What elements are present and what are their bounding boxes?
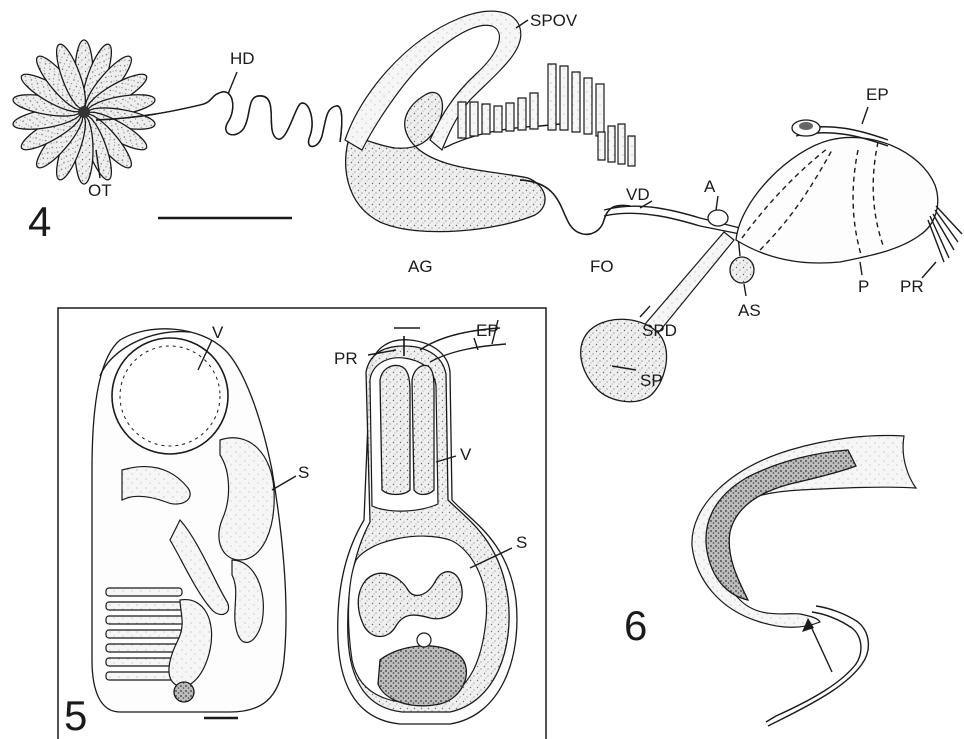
label-spd: SPD	[642, 321, 677, 340]
figure-number-4: 4	[28, 198, 51, 245]
accessory-sac	[730, 257, 754, 283]
label-v-right: V	[460, 445, 472, 464]
label-hd: HD	[230, 49, 255, 68]
label-ep: EP	[866, 85, 889, 104]
ovotestis	[12, 40, 157, 184]
penial-retractor	[928, 206, 962, 262]
label-ag: AG	[408, 257, 433, 276]
label-s-left: S	[298, 463, 309, 482]
label-vd: VD	[626, 185, 650, 204]
label-as: AS	[738, 301, 761, 320]
dart-dense-band	[706, 450, 856, 600]
figure-number-6: 6	[624, 602, 647, 649]
label-v-left: V	[212, 323, 224, 342]
figure-number-5: 5	[64, 692, 87, 739]
label-spov: SPOV	[530, 11, 578, 30]
atrium	[708, 210, 728, 226]
figure-6: 6	[624, 436, 916, 726]
section-right	[338, 320, 517, 724]
label-sp: SP	[640, 371, 663, 390]
label-ep-5: EP	[476, 321, 499, 340]
penis	[736, 137, 938, 263]
figure-5: V S PR EP V S 5	[58, 308, 546, 739]
label-ot: OT	[88, 181, 112, 200]
label-pr: PR	[900, 277, 924, 296]
label-p: P	[858, 277, 869, 296]
label-fo: FO	[590, 257, 614, 276]
section-left	[92, 329, 286, 712]
label-s-right: S	[516, 533, 527, 552]
label-pr-5: PR	[334, 349, 358, 368]
label-a: A	[704, 177, 716, 196]
